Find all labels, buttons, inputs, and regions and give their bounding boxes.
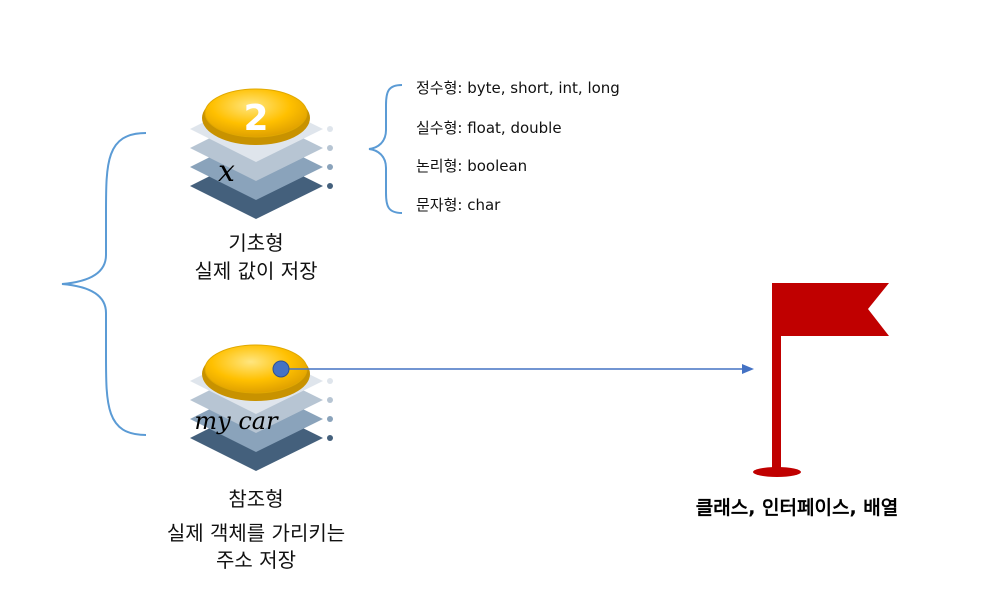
type-integer: 정수형: byte, short, int, long	[416, 79, 620, 97]
pointer-dot	[272, 360, 290, 378]
flag-icon	[753, 283, 889, 477]
reference-variable: my car	[194, 407, 279, 435]
target-label: 클래스, 인터페이스, 배열	[696, 497, 898, 519]
types-brace	[368, 84, 403, 214]
primitive-title: 기초형	[228, 231, 283, 255]
type-boolean: 논리형: boolean	[416, 157, 527, 175]
value-coin	[202, 88, 310, 145]
primitive-subtitle: 실제 값이 저장	[194, 259, 317, 283]
reference-subtitle-line-1: 실제 객체를 가리키는	[167, 521, 345, 545]
reference-title: 참조형	[228, 487, 283, 511]
reference-subtitle-line-2: 주소 저장	[216, 548, 296, 572]
primitive-variable: x	[218, 154, 235, 189]
address-coin	[202, 344, 310, 401]
type-float: 실수형: float, double	[416, 119, 562, 137]
arrow-head	[742, 364, 754, 374]
outer-brace	[61, 132, 147, 436]
type-char: 문자형: char	[416, 196, 501, 214]
coin-value: 2	[243, 98, 268, 139]
